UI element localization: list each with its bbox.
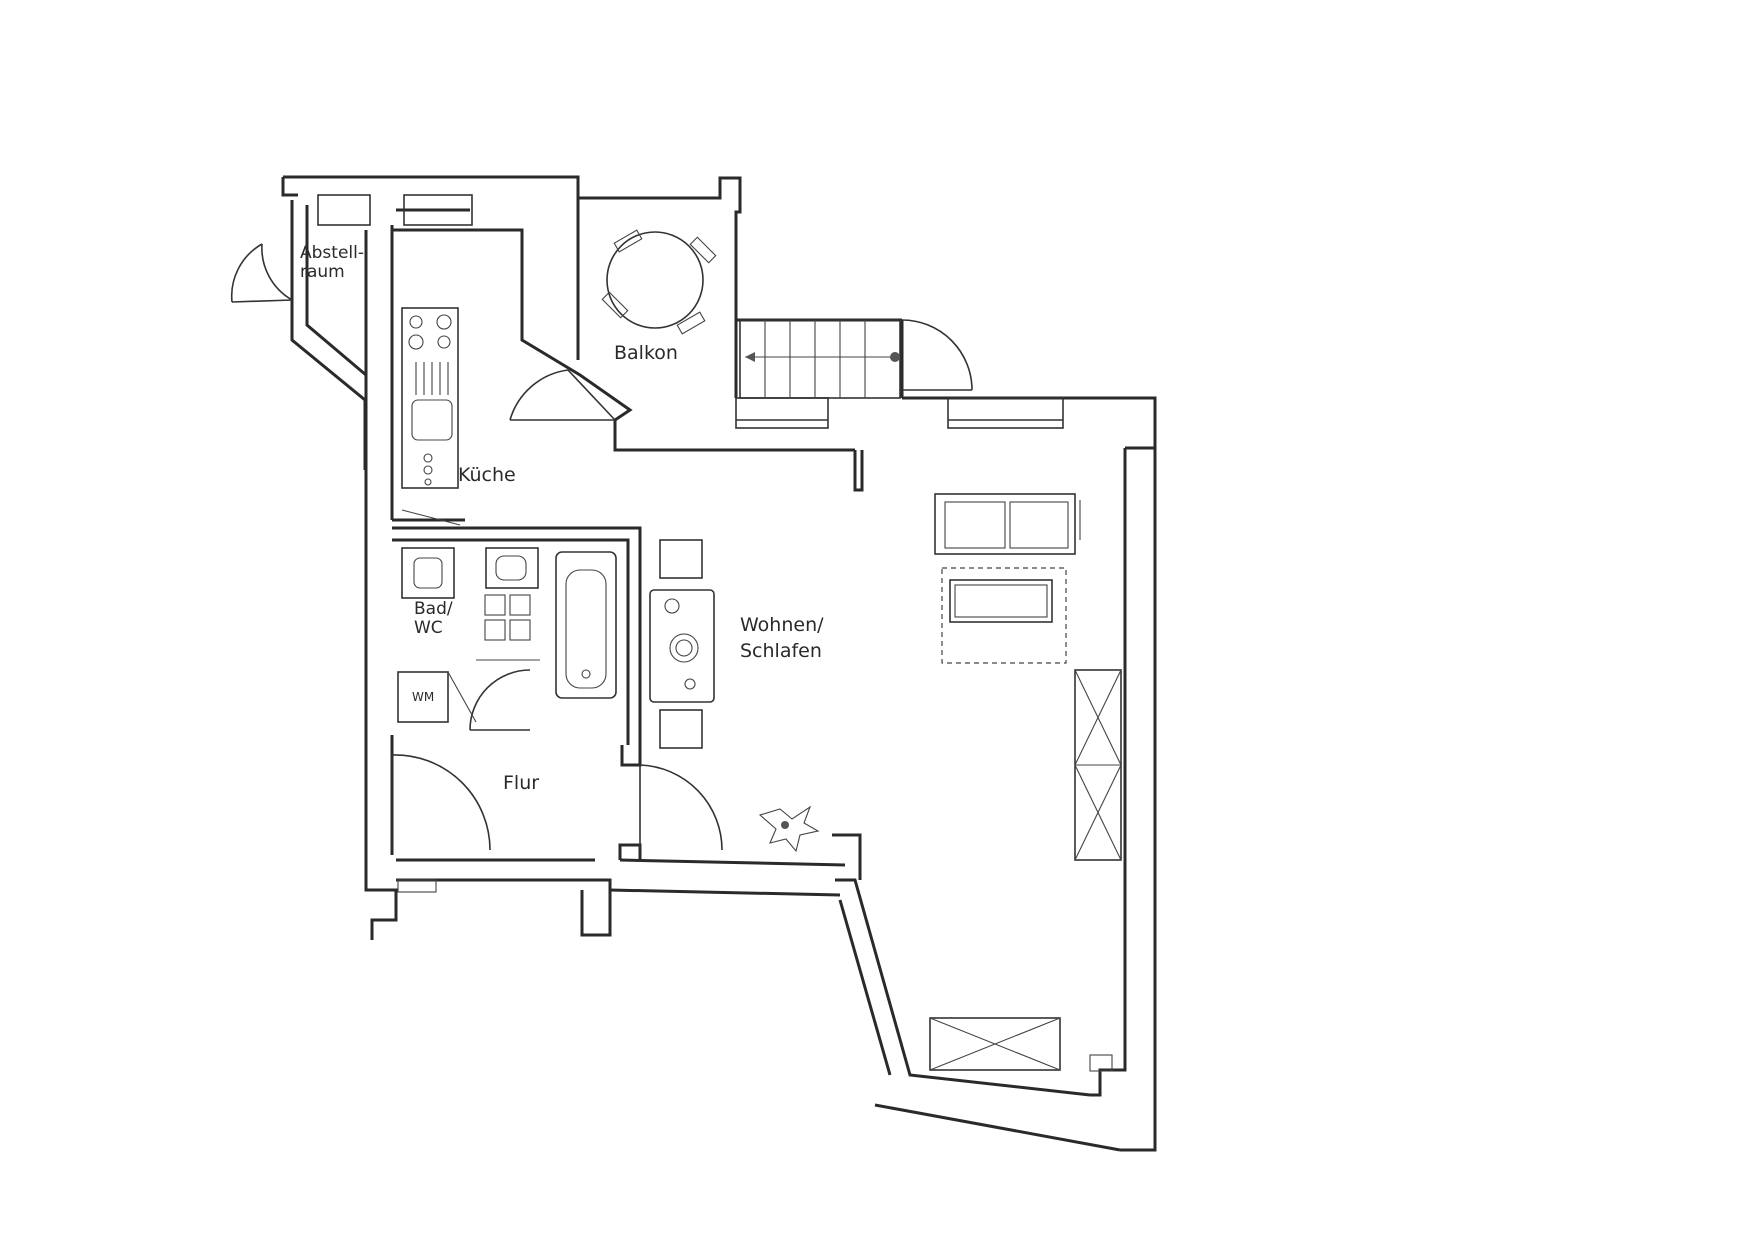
room-label-wm: WM <box>412 690 435 704</box>
room-label-kueche: Küche <box>458 464 516 486</box>
room-label-abstellraum: Abstell- raum <box>300 243 364 282</box>
staircase <box>739 319 901 399</box>
balcony-table-set <box>601 229 717 335</box>
living-furniture <box>649 493 1122 1071</box>
windows <box>317 194 1064 429</box>
interior-walls <box>390 208 864 860</box>
bathroom-fixtures <box>397 547 617 723</box>
kitchen-fixtures <box>401 307 461 526</box>
room-label-wohnen-schlafen: Wohnen/ Schlafen <box>740 614 824 662</box>
doors <box>230 243 973 851</box>
room-label-bad-wc: Bad/ WC <box>414 599 453 638</box>
outer-walls <box>281 175 1157 1152</box>
room-label-balkon: Balkon <box>614 342 678 364</box>
room-label-flur: Flur <box>503 772 540 794</box>
misc-marks <box>397 879 1113 1072</box>
